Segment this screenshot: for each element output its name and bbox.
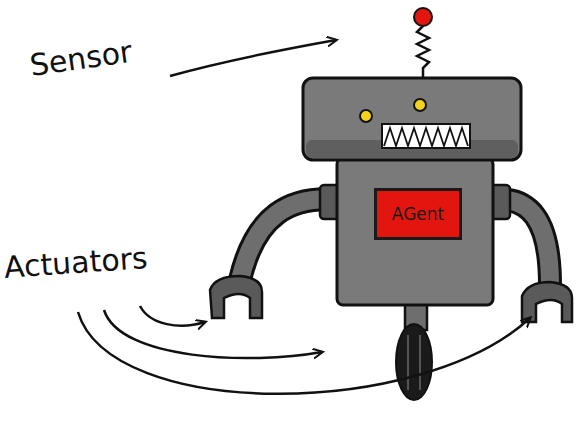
left-claw bbox=[210, 276, 262, 318]
part-label: Sensor bbox=[28, 34, 135, 83]
agent-label: AGent bbox=[392, 204, 444, 224]
actuator-arrow bbox=[78, 312, 530, 394]
robot-head bbox=[303, 78, 521, 160]
robot-body bbox=[337, 158, 493, 305]
wheel bbox=[396, 324, 432, 400]
actuator-arrow bbox=[104, 310, 322, 358]
antenna-ball bbox=[414, 8, 432, 26]
mouth bbox=[382, 124, 470, 148]
left-eye bbox=[360, 110, 372, 122]
part-label: Actuators bbox=[3, 240, 149, 285]
agent-box: AGent bbox=[374, 188, 462, 240]
sensor-arrow bbox=[170, 40, 336, 76]
wheel-tread bbox=[408, 335, 420, 390]
actuator-arrow bbox=[140, 306, 205, 326]
teeth bbox=[384, 128, 468, 146]
antenna-spring bbox=[417, 26, 429, 78]
right-claw bbox=[522, 282, 572, 322]
right-eye bbox=[414, 99, 426, 111]
